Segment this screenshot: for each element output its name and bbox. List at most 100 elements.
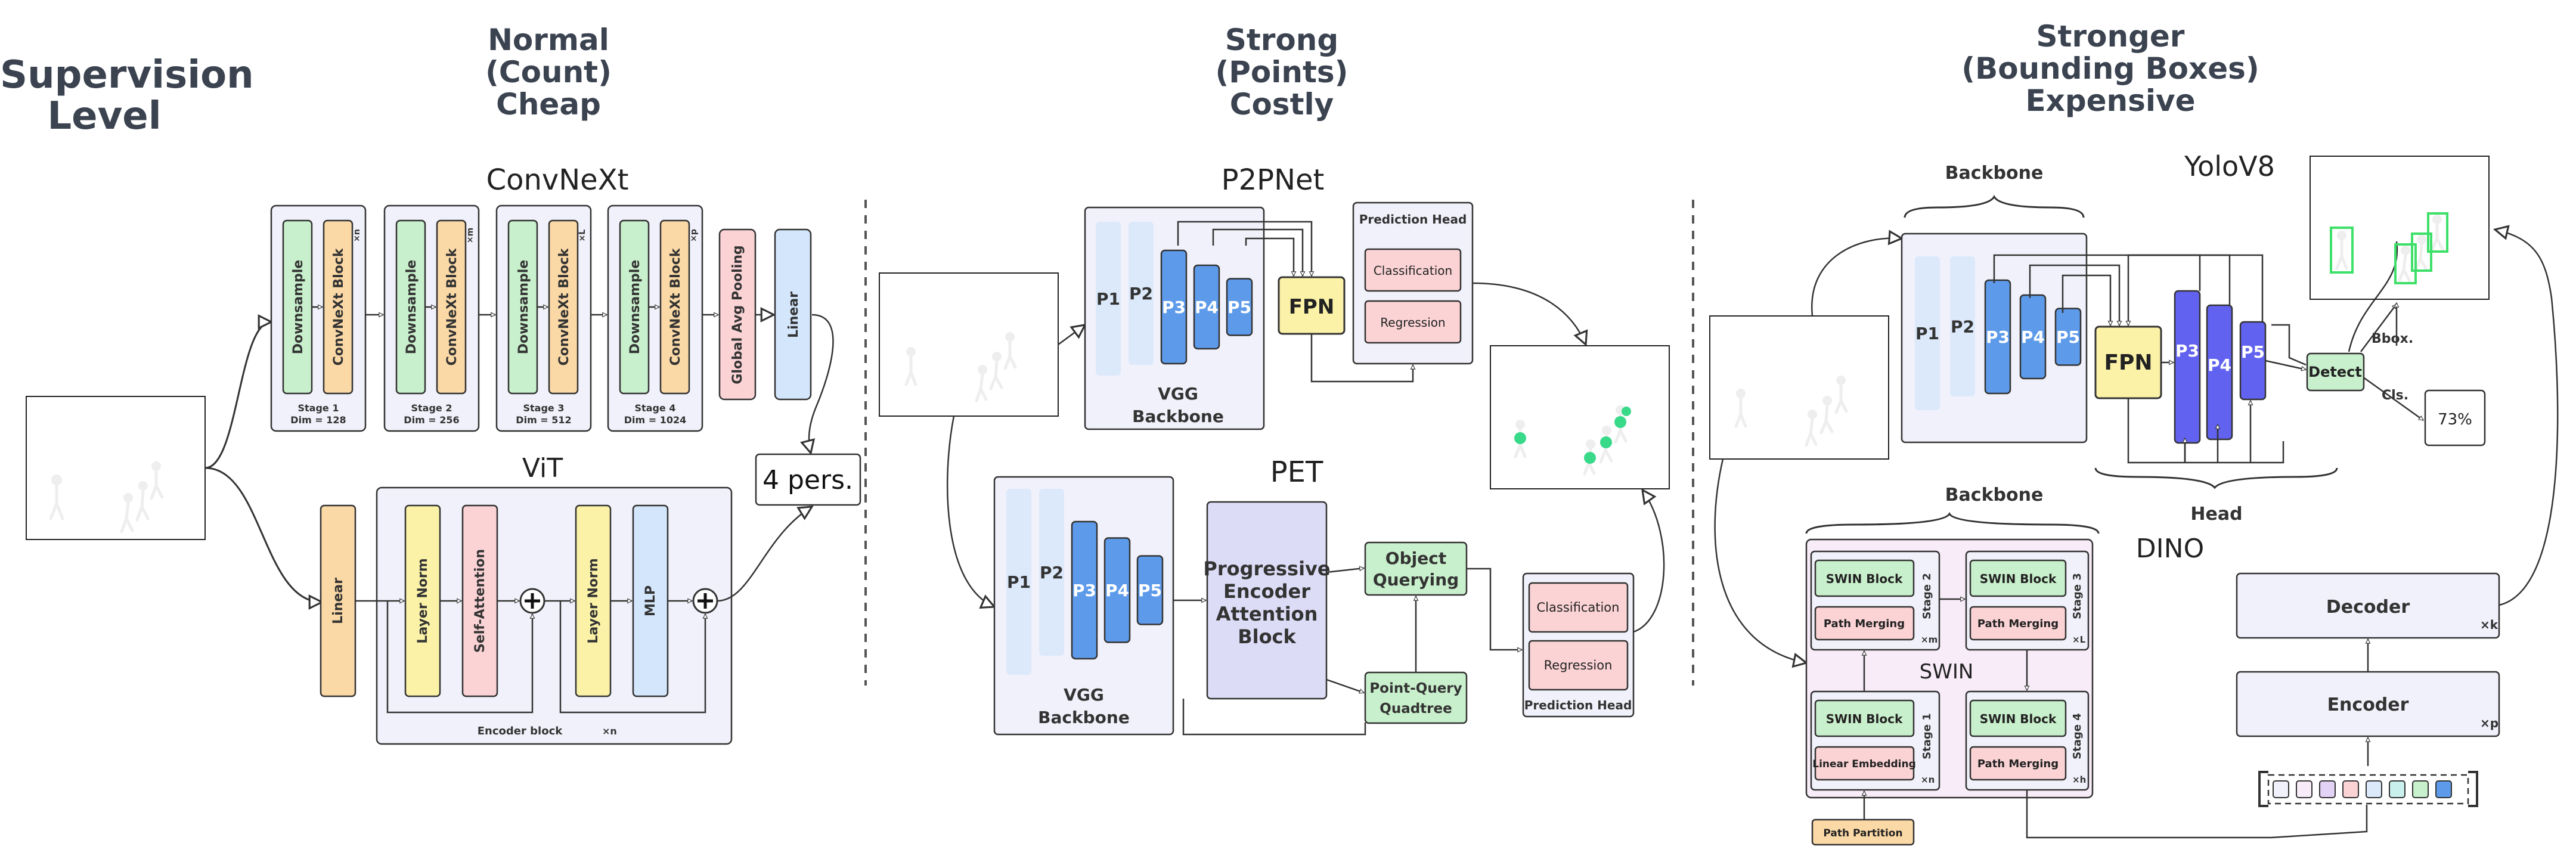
person-icon xyxy=(135,481,150,522)
linear-label: Linear xyxy=(786,292,801,338)
pyramid-level-p3: P3 xyxy=(1071,520,1098,660)
pet-backbone-label: Backbone xyxy=(1038,708,1130,727)
pyramid-level-label: P1 xyxy=(1915,324,1939,343)
pyramid-level-p2: P2 xyxy=(1039,489,1064,656)
yolo-backbone-brace xyxy=(1904,194,2085,218)
self-attention-label: Self-Attention xyxy=(473,549,488,653)
person-icon xyxy=(150,461,164,500)
prediction-head-title: Prediction Head xyxy=(1359,212,1467,227)
convnext-block-label: ConvNeXt Block xyxy=(331,247,346,365)
pyramid-level-label: P4 xyxy=(2021,327,2045,347)
swin-block-label: SWIN Block xyxy=(1826,712,1903,726)
pyramid-level-p4: P4 xyxy=(2019,294,2047,380)
pyramid-level-label: P2 xyxy=(1040,563,1064,582)
pyramid-level-p5: P5 xyxy=(1136,555,1164,625)
stage-dim: Dim = 512 xyxy=(516,414,571,426)
stage-label: Stage 2 xyxy=(411,402,452,414)
stage-mult: ×L xyxy=(578,230,587,242)
encoder-label: Encoder xyxy=(2327,694,2409,715)
encoder-label: Encoder xyxy=(1223,580,1310,603)
swin-stage-3: SWIN Block Path Merging Stage 3 ×L xyxy=(1965,550,2090,651)
stage-mult: ×m xyxy=(1921,634,1938,645)
person-icon xyxy=(120,493,134,534)
path-merging-label: Path Merging xyxy=(1977,618,2059,630)
linear-embedding-label: Linear Embedding xyxy=(1812,758,1916,770)
point-query-quadtree: Point-Query Quadtree xyxy=(1364,671,1468,724)
vit-mlp: MLP xyxy=(632,504,669,697)
regression-label: Regression xyxy=(1544,658,1613,672)
column-heading-line: Costly xyxy=(1229,87,1334,122)
convnext-block-label: ConvNeXt Block xyxy=(668,247,683,365)
swin-block-label: SWIN Block xyxy=(1826,572,1903,586)
input-image-2 xyxy=(879,272,1059,417)
stage-mult: ×L xyxy=(2072,634,2086,645)
path-partition-label: Path Partition xyxy=(1823,827,1902,839)
pyramid-level-p5: P5 xyxy=(1226,278,1253,336)
decoder-label: Decoder xyxy=(2326,597,2410,618)
mlp-label: MLP xyxy=(643,585,658,616)
pyramid-level-label: P5 xyxy=(2056,327,2080,347)
pyramid-level-label: P4 xyxy=(1195,297,1219,317)
dino-decoder: Decoder ×k xyxy=(2236,572,2500,639)
layer-norm-label: Layer Norm xyxy=(416,558,430,643)
path-partition: Path Partition xyxy=(1811,818,1915,846)
yolo-detect: Detect xyxy=(2306,352,2365,392)
pyramid-level-p3: P3 xyxy=(1984,279,2011,395)
convnext-title: ConvNeXt xyxy=(486,163,629,197)
column-heading-line: (Count) xyxy=(485,55,612,89)
swin-stage-4: SWIN Block Path Merging Stage 4 ×h xyxy=(1965,690,2090,791)
pyramid-level-label: P2 xyxy=(1129,284,1153,303)
object-querying: Object Querying xyxy=(1364,541,1468,596)
stage-mult: ×n xyxy=(352,229,362,242)
pyramid-level-label: P3 xyxy=(1162,297,1186,317)
vit-layer-norm-1: Layer Norm xyxy=(404,504,441,697)
stage-dim: Dim = 256 xyxy=(404,414,459,426)
pyramid-level-label: P5 xyxy=(1227,297,1251,317)
dino-title: DINO xyxy=(2136,534,2204,564)
pyramid-level-p1: P1 xyxy=(1915,256,1940,410)
vit-linear: Linear xyxy=(320,504,357,697)
pyramid-level-p2: P2 xyxy=(1129,222,1154,365)
pyramid-level-p1: P1 xyxy=(1006,489,1031,675)
stage-dim: Dim = 128 xyxy=(290,414,346,426)
vit-self-attention: Self-Attention xyxy=(461,504,498,697)
p2pnet-title: P2PNet xyxy=(1222,163,1325,197)
classification-label: Classification xyxy=(1537,600,1620,615)
regression-label: Regression xyxy=(1380,315,1445,330)
bounding-box xyxy=(2330,212,2448,284)
column-heading-line: Strong xyxy=(1225,23,1339,57)
bbox-label: Bbox. xyxy=(2372,331,2413,346)
person-icon xyxy=(2335,231,2348,270)
input-image-3 xyxy=(1709,315,1889,460)
convnext-block-label: ConvNeXt Block xyxy=(445,247,460,365)
count-output-text: 4 pers. xyxy=(762,465,853,495)
swin-block-label: SWIN Block xyxy=(1980,712,2057,726)
pet-regression: Regression xyxy=(1528,640,1629,691)
input-image-1 xyxy=(26,396,206,540)
person-icon xyxy=(989,352,1003,390)
object-querying-label: Querying xyxy=(1373,570,1459,590)
pyramid-level-p4: P4 xyxy=(1193,264,1220,350)
swin-stage-2: SWIN Block Path Merging Stage 2 ×m xyxy=(1810,550,1940,651)
supervision-title-line2: Level xyxy=(47,94,162,139)
person-icon xyxy=(904,347,917,386)
pyramid-level-label: P1 xyxy=(1096,289,1120,309)
stage-dim: Dim = 1024 xyxy=(624,414,687,426)
fpn-label: FPN xyxy=(2104,351,2152,375)
column-heading-line: Cheap xyxy=(496,87,601,122)
neck-level-p3: P3 xyxy=(2174,290,2201,444)
p2pnet-fpn: FPN xyxy=(1278,276,1346,335)
person-icon xyxy=(1819,396,1834,435)
swin-stage-1: SWIN Block Linear Embedding Stage 1 ×n xyxy=(1810,690,1940,791)
person-icon xyxy=(2414,235,2428,271)
pyramid-level-label: P2 xyxy=(1951,317,1974,337)
stage-label: Stage 2 xyxy=(1921,573,1933,619)
cls-label: Cls. xyxy=(2382,388,2408,403)
stage-mult: ×n xyxy=(1921,774,1935,785)
yolo-title: YoloV8 xyxy=(2184,150,2275,182)
pet-classification: Classification xyxy=(1528,582,1629,633)
